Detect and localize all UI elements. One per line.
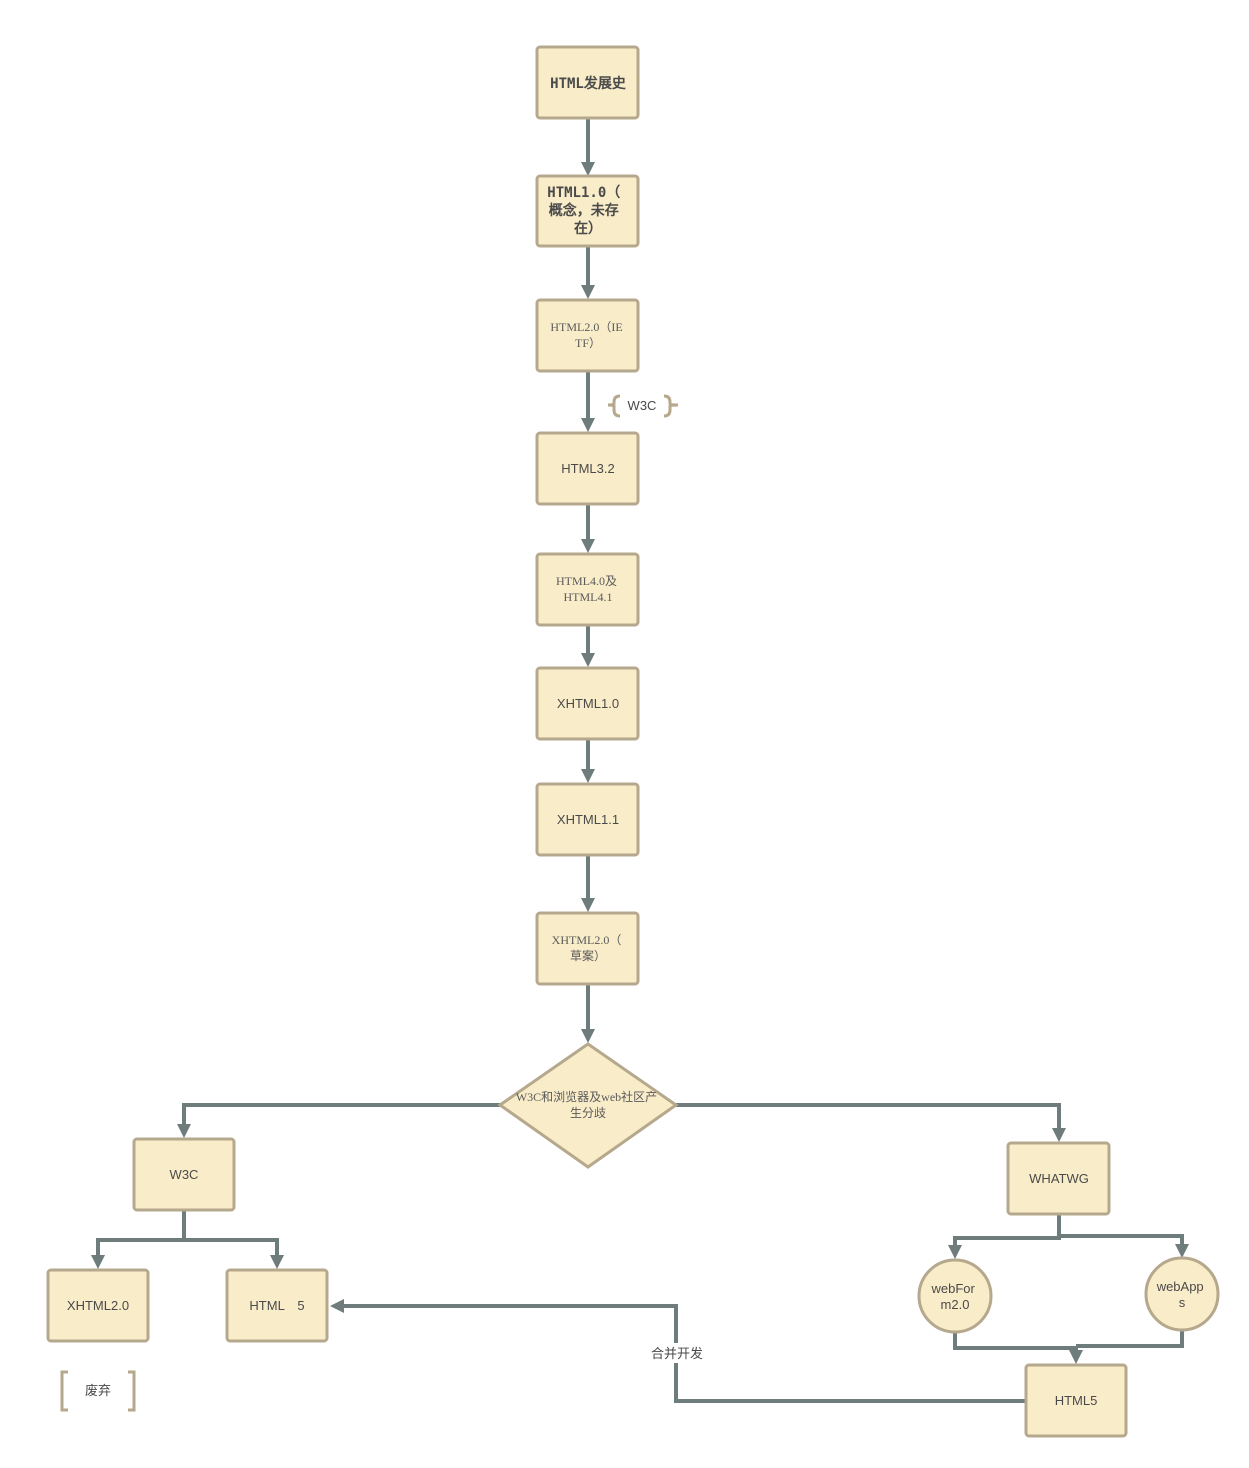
node-split-decision[interactable]: W3C和浏览器及web社区产 生分歧 (497, 1042, 679, 1169)
node-label: W3C和浏览器及web社区产 生分歧 (516, 1089, 660, 1120)
node-html4[interactable]: HTML4.0及 HTML4.1 (535, 552, 640, 627)
node-circle (917, 1258, 993, 1334)
node-whatwg[interactable]: WHATWG (1006, 1141, 1111, 1216)
edge-w3c-to-html5 (184, 1238, 279, 1257)
edges (91, 119, 1189, 1403)
arrowhead (1175, 1244, 1189, 1258)
node-label: HTML 5 (249, 1298, 304, 1313)
arrowhead (948, 1245, 962, 1259)
annotation-w3c: W3C (607, 394, 679, 418)
arrowhead (1069, 1350, 1083, 1364)
node-box (535, 431, 640, 506)
annotation-text: W3C (628, 398, 657, 413)
annotation-deprecated: 废弃 (60, 1370, 136, 1412)
node-label: W3C (170, 1167, 199, 1182)
node-webforms[interactable]: webFor m2.0 (917, 1258, 993, 1334)
annotation-text: 废弃 (85, 1383, 111, 1398)
arrowhead (581, 162, 595, 176)
node-label: webFor m2.0 (931, 1281, 979, 1312)
edge-label-merge: 合并开发 (648, 1343, 706, 1363)
node-label: webApp s (1156, 1279, 1208, 1310)
annotation-right-brace (663, 394, 679, 418)
arrowhead (91, 1255, 105, 1269)
edge-webforms-to-html5 (953, 1332, 1078, 1352)
node-box (535, 298, 640, 373)
node-html1[interactable]: HTML1.0（ 概念，未存 在） (535, 174, 640, 248)
node-label: XHTML2.0 (67, 1298, 129, 1313)
node-xhtml20[interactable]: XHTML2.0 (46, 1268, 150, 1343)
node-label: XHTML2.0（ 草案） (552, 933, 625, 963)
arrowhead (581, 539, 595, 553)
node-diamond (497, 1042, 679, 1169)
node-box (535, 911, 640, 986)
node-xhtml11[interactable]: XHTML1.1 (535, 782, 640, 857)
node-html5-w3c[interactable]: HTML 5 (225, 1268, 329, 1343)
node-label: HTML3.2 (561, 461, 614, 476)
edge-split-to-w3c (182, 1103, 500, 1126)
node-label: HTML发展史 (550, 75, 627, 92)
node-box (1024, 1363, 1128, 1438)
node-label: HTML5 (1055, 1393, 1098, 1408)
node-xhtml10[interactable]: XHTML1.0 (535, 666, 640, 741)
edge-label-text: 合并开发 (651, 1346, 703, 1361)
node-xhtml20draft[interactable]: XHTML2.0（ 草案） (535, 911, 640, 986)
annotation-left-brace (607, 394, 621, 418)
edge-whatwg-to-webapps (1059, 1234, 1184, 1246)
edge-label-background (648, 1343, 706, 1363)
edge-split-to-whatwg (676, 1103, 1061, 1130)
node-webapps[interactable]: webApp s (1144, 1256, 1220, 1332)
node-history[interactable]: HTML发展史 (535, 45, 640, 120)
arrowhead (581, 653, 595, 667)
node-label: HTML1.0（ 概念，未存 在） (547, 185, 628, 237)
arrowhead (270, 1255, 284, 1269)
arrowhead (581, 769, 595, 783)
annotation-left-bracket (60, 1370, 68, 1412)
arrowhead (581, 1029, 595, 1043)
node-box (535, 552, 640, 627)
node-box (535, 666, 640, 741)
arrowhead (581, 898, 595, 912)
edge-whatwg-to-webforms (953, 1215, 1061, 1247)
arrowhead (330, 1299, 344, 1313)
arrowhead (581, 285, 595, 299)
node-box (535, 174, 640, 248)
node-box (535, 782, 640, 857)
node-box (535, 45, 640, 120)
node-box (1006, 1141, 1111, 1216)
edge-webapps-to-html5 (1076, 1330, 1184, 1348)
node-label: XHTML1.1 (557, 812, 619, 827)
node-w3c[interactable]: W3C (132, 1137, 236, 1212)
node-box (132, 1137, 236, 1212)
node-html32[interactable]: HTML3.2 (535, 431, 640, 506)
node-label: WHATWG (1029, 1171, 1089, 1186)
node-html5-whatwg[interactable]: HTML5 (1024, 1363, 1128, 1438)
arrowhead (177, 1124, 191, 1138)
annotation-right-bracket (128, 1370, 136, 1412)
arrowhead (1052, 1128, 1066, 1142)
edge-w3c-to-xhtml20 (96, 1211, 186, 1257)
node-circle (1144, 1256, 1220, 1332)
node-box (225, 1268, 329, 1343)
arrowhead (581, 418, 595, 432)
node-box (46, 1268, 150, 1343)
node-label: XHTML1.0 (557, 696, 619, 711)
node-label: HTML2.0（IE TF） (550, 320, 625, 350)
node-html2[interactable]: HTML2.0（IE TF） (535, 298, 640, 373)
node-label: HTML4.0及 HTML4.1 (556, 574, 620, 604)
